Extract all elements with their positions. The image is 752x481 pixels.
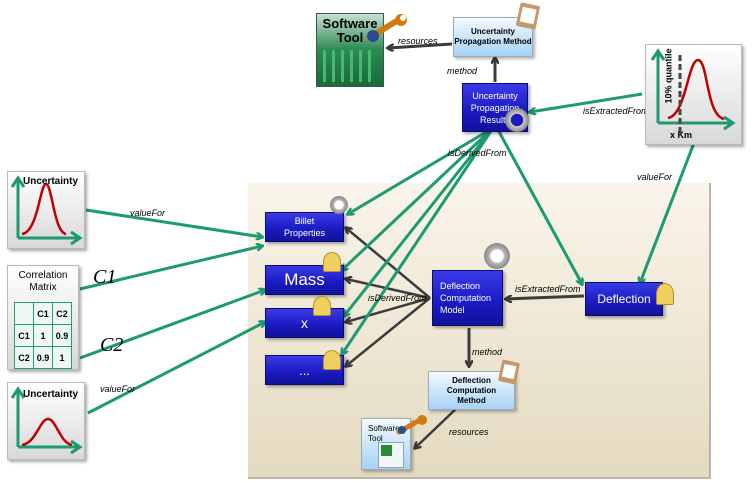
dcm-label-1: Deflection xyxy=(440,281,481,291)
spreadsheet-icon xyxy=(378,442,404,468)
mass-label: Mass xyxy=(284,270,325,289)
uncertainty-propagation-method-label: Uncertainty Propagation Method xyxy=(454,27,532,46)
quantile-chart-node[interactable]: 10% quantile x Km xyxy=(645,44,742,145)
edge-isextracted-top xyxy=(530,92,643,112)
mass-node[interactable]: Mass xyxy=(265,265,344,295)
wrench-icon xyxy=(396,415,430,435)
upr-label-2: Propagation xyxy=(470,102,520,113)
edge-c1 xyxy=(79,246,262,291)
edge-label-isextracted-top: isExtractedFrom xyxy=(583,106,649,116)
edge-derived-x xyxy=(346,296,431,322)
edge-valuefor-right xyxy=(640,142,696,283)
x-node[interactable]: x xyxy=(265,308,344,338)
edge-valuefor-left-top xyxy=(85,208,262,237)
cm-cell: 1 xyxy=(33,324,53,347)
software-tool-top-label-2: Tool xyxy=(336,30,364,45)
quantile-vertical-label: 10% quantile xyxy=(663,48,674,104)
correlation-matrix-table: C1 C2 C1 1 0.9 C2 0.9 1 xyxy=(14,302,72,369)
software-tool-bottom-label-1: Software xyxy=(368,424,400,433)
edge-derived-ellipsis xyxy=(346,297,431,366)
abacus-icon xyxy=(323,50,377,82)
dcmeth-label-1: Deflection xyxy=(452,375,491,385)
software-tool-top-label-1: Software xyxy=(322,16,378,31)
correlation-matrix-title-1: Correlation xyxy=(18,270,68,281)
quantile-chart-graphic xyxy=(650,48,736,133)
cm-cell: 0.9 xyxy=(52,324,72,347)
edge-label-resources-top: resources xyxy=(398,36,438,46)
correlation-matrix-node[interactable]: Correlation Matrix C1 C2 C1 1 0.9 C2 0.9… xyxy=(7,265,79,370)
edge-label-method-top: method xyxy=(447,66,478,76)
correlation-matrix-title-2: Matrix xyxy=(29,282,57,293)
edge-results-x xyxy=(344,127,495,316)
cm-cell: 1 xyxy=(52,346,72,369)
edge-label-valuefor-right: valueFor xyxy=(637,172,673,182)
dcmeth-label-3: Method xyxy=(457,395,486,405)
edge-isextracted-mid xyxy=(506,294,585,299)
cm-cell: C2 xyxy=(14,346,34,369)
quantile-axis-label: x Km xyxy=(670,130,693,140)
key-icon xyxy=(323,252,341,272)
edge-label-c2: C2 xyxy=(100,334,124,356)
uncertainty-node-1[interactable]: Uncertainty xyxy=(7,171,85,249)
edge-label-valuefor-left-top: valueFor xyxy=(130,208,166,218)
distribution-curve-2 xyxy=(10,386,83,455)
billet-properties-label-1: Billet xyxy=(294,216,315,226)
edge-label-isderived-mid: isDerivedFrom xyxy=(368,293,427,303)
cm-header-cell xyxy=(14,302,34,325)
dcmeth-label-2: Computation xyxy=(446,385,497,395)
key-icon xyxy=(323,350,341,370)
dcm-label-3: Model xyxy=(440,305,465,315)
edge-c2 xyxy=(79,290,265,360)
wrench-icon xyxy=(365,14,413,42)
edge-label-isextracted-mid: isExtractedFrom xyxy=(515,284,581,294)
edge-valuefor-left-bottom xyxy=(87,322,265,415)
ellipsis-label: ... xyxy=(299,362,310,378)
key-icon xyxy=(656,283,674,305)
edge-results-deflection xyxy=(495,127,582,284)
edge-results-ellipsis xyxy=(342,127,495,354)
cm-cell: 0.9 xyxy=(33,346,53,369)
gear-icon xyxy=(484,243,510,269)
cm-header-cell: C1 xyxy=(33,302,53,325)
software-tool-bottom-label-2: Tool xyxy=(368,434,383,443)
cm-cell: C1 xyxy=(14,324,34,347)
edge-results-mass xyxy=(342,126,495,270)
edge-label-method-bottom: method xyxy=(472,347,503,357)
edge-label-valuefor-left-bottom: valueFor xyxy=(100,384,136,394)
edge-resources-top xyxy=(388,42,453,48)
edge-results-billet xyxy=(348,126,494,214)
gear-icon xyxy=(330,196,348,214)
edge-derived-mass xyxy=(346,279,431,300)
edge-label-c1: C1 xyxy=(93,266,117,288)
x-label: x xyxy=(301,315,308,331)
billet-properties-label-2: Properties xyxy=(283,228,326,238)
edge-resources-bottom xyxy=(415,404,461,448)
deflection-computation-model-node[interactable]: Deflection Computation Model xyxy=(432,270,503,326)
edge-derived-billet xyxy=(346,228,431,299)
cm-header-cell: C2 xyxy=(52,302,72,325)
uncertainty-2-label: Uncertainty xyxy=(23,389,79,400)
software-tool-top-node[interactable]: Software Tool xyxy=(316,13,384,87)
edge-label-isderived-top: isDerivedFrom xyxy=(448,148,507,158)
deflection-label: Deflection xyxy=(597,292,651,306)
dcm-label-2: Computation xyxy=(440,293,492,303)
uncertainty-node-2[interactable]: Uncertainty xyxy=(7,382,85,460)
edge-label-resources-bottom: resources xyxy=(449,427,489,437)
upr-label-3: Results xyxy=(479,114,510,125)
billet-properties-node[interactable]: Billet Properties xyxy=(265,212,344,242)
uncertainty-1-label: Uncertainty xyxy=(23,176,79,187)
deflection-node[interactable]: Deflection xyxy=(585,282,663,316)
distribution-curve-1 xyxy=(10,175,83,246)
upr-label-1: Uncertainty xyxy=(472,90,518,101)
key-icon xyxy=(313,296,331,316)
gear-icon xyxy=(505,108,529,132)
